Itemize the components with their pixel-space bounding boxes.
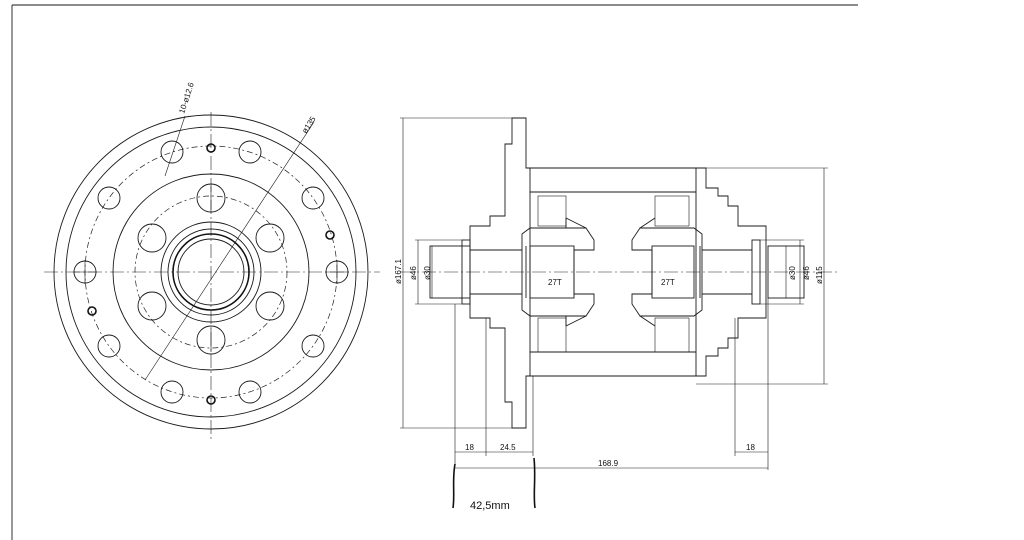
teeth-left-label: 27T [548,278,562,287]
dia-115-label: ø115 [815,266,824,284]
housing-outline [469,117,767,429]
dia-46-left-label: ø46 [409,266,418,280]
dia-30-left-label: ø30 [423,266,432,280]
pin-holes [87,143,335,405]
dia-46-right-label: ø46 [802,266,811,280]
offset-note-label: 42,5mm [470,500,510,512]
holes-leader [164,115,186,177]
dim-18-left-label: 18 [465,443,474,452]
section-view [400,117,838,509]
front-view [44,112,380,440]
outer-flange-circle [53,114,369,430]
inner-holes [137,183,285,355]
dim-18-right-label: 18 [746,443,755,452]
dim-24-5-label: 24.5 [500,443,516,452]
clutch-plates-left-top [537,195,567,227]
offset-marker-left [452,463,456,509]
clutch-plates-left-bottom [537,317,567,353]
clutch-plates-right-bottom [654,317,690,353]
dim-168-9-label: 168.9 [598,459,619,468]
teeth-right-label: 27T [661,278,675,287]
holes-label: 10-ø12.6 [177,81,196,115]
dia-167-label: ø167.1 [394,259,403,284]
dia-30-right-label: ø30 [788,266,797,280]
clutch-plates-right-top [654,195,690,227]
pcd-label: ø135 [300,114,318,135]
offset-marker-right [533,457,536,509]
pcd-leader [144,121,315,381]
drawing-frame [11,4,858,540]
